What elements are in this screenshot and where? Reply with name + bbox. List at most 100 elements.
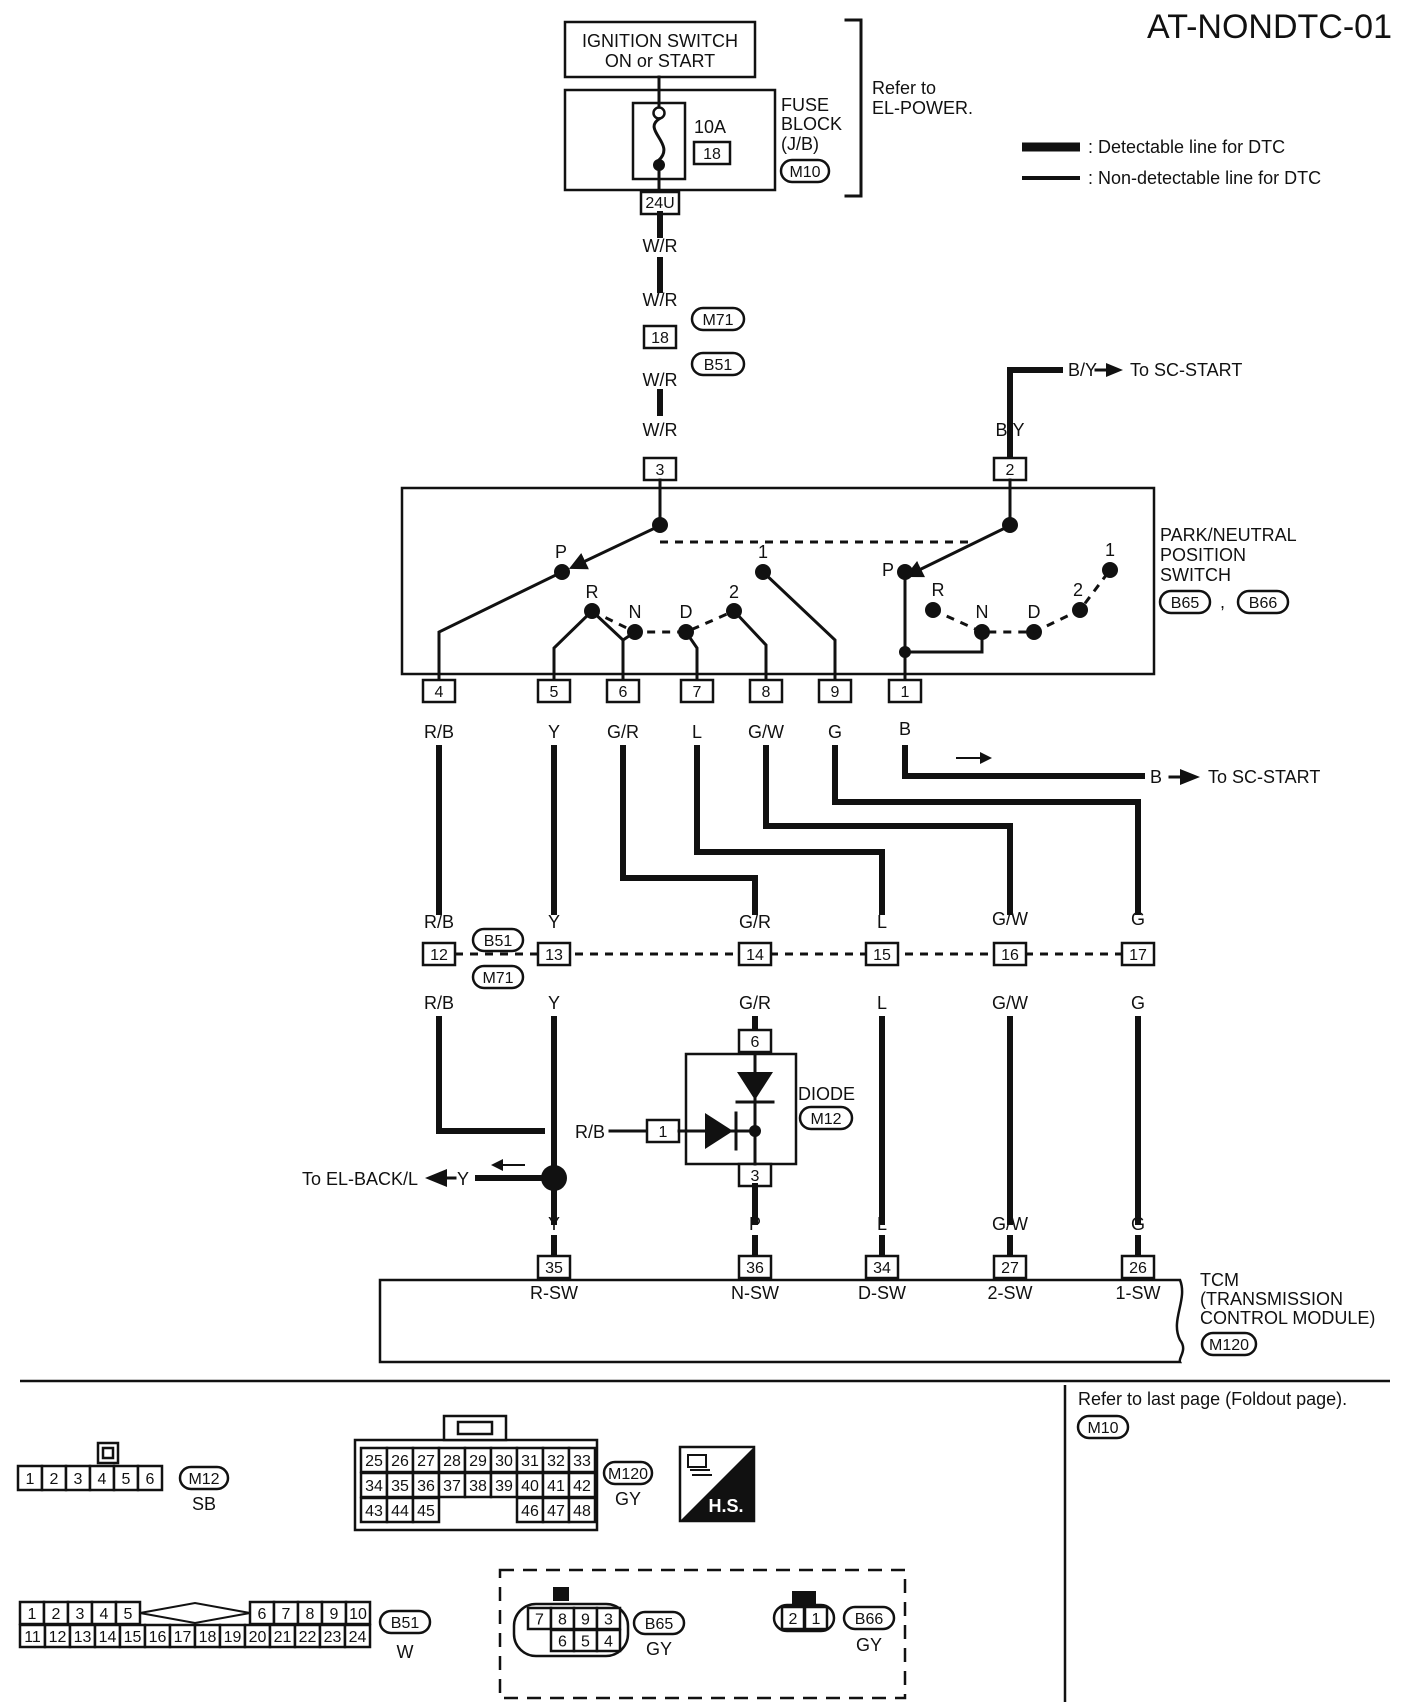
tcm-pin-36: 36 (746, 1260, 764, 1277)
tcm-signal-1-sw: 1-SW (1116, 1283, 1161, 1303)
wire-label-b: B (899, 719, 911, 739)
joint-connector-b51-m71: 12 13 14 15 16 17 B51 M71 (421, 927, 1156, 990)
position-d-label: D (1028, 602, 1041, 622)
refer-foldout-text: Refer to last page (Foldout page). (1078, 1389, 1347, 1409)
b66-color: GY (856, 1635, 882, 1655)
switch-pin-6: 6 (619, 684, 628, 701)
ignition-label-2: ON or START (605, 51, 715, 71)
m120-pin: 25 (365, 1453, 383, 1470)
b51-pin: 11 (24, 1629, 41, 1646)
b51-pin: 13 (74, 1629, 92, 1646)
wire-label-rb: R/B (424, 722, 454, 742)
wire-label-gr: G/R (607, 722, 639, 742)
diode-symbol-icon (705, 1113, 733, 1149)
fuse-block-label-1: FUSE (781, 95, 829, 115)
m120-pin: 47 (547, 1503, 565, 1520)
m12-color: SB (192, 1494, 216, 1514)
b65-pin: 6 (558, 1634, 567, 1651)
m120-pin: 34 (365, 1478, 383, 1495)
connector-b65: B65 (1171, 595, 1200, 612)
m120-pin: 46 (521, 1503, 539, 1520)
position-r-label: R (586, 582, 599, 602)
wire-label-wr: W/R (643, 290, 678, 310)
m120-pin: 44 (391, 1503, 409, 1520)
wire-label-gr: G/R (739, 993, 771, 1013)
tcm-pin-35: 35 (545, 1260, 563, 1277)
pin-cell (16, 1464, 44, 1492)
wire-label-p: P (749, 1214, 761, 1234)
b51-pin: 23 (324, 1629, 342, 1646)
b51-pin: 21 (274, 1629, 292, 1646)
b51-pin: 18 (199, 1629, 217, 1646)
to-sc-start-label: To SC-START (1208, 767, 1320, 787)
legend: : Detectable line for DTC : Non-detectab… (1022, 137, 1321, 188)
wire-label-wr: W/R (643, 236, 678, 256)
switch-name-1: PARK/NEUTRAL (1160, 525, 1297, 545)
b51-pin: 1 (28, 1606, 37, 1623)
m120-pin: 29 (469, 1453, 487, 1470)
tcm-pin-27: 27 (1001, 1260, 1019, 1277)
m120-pin: 39 (495, 1478, 513, 1495)
b51-pin: 2 (52, 1606, 61, 1623)
diode-pin-6: 6 (751, 1034, 760, 1051)
m120-pin: 30 (495, 1453, 513, 1470)
wire-label-l: L (877, 993, 887, 1013)
m120-color: GY (615, 1489, 641, 1509)
wire-label-gw: G/W (992, 1214, 1028, 1234)
fuse-amperage: 10A (694, 117, 726, 137)
m12-pin: 3 (74, 1471, 83, 1488)
pin-cell (64, 1464, 92, 1492)
to-el-back-label: To EL-BACK/L (302, 1169, 418, 1189)
wire-label-y: Y (548, 1214, 560, 1234)
connector-b51: B51 (704, 357, 733, 374)
diode-symbol-icon (737, 1072, 773, 1100)
fuse-block-label-2: BLOCK (781, 114, 842, 134)
wire-label-g: G (1131, 909, 1145, 929)
legend-non-detectable: : Non-detectable line for DTC (1088, 168, 1321, 188)
b51-pin: 4 (100, 1606, 109, 1623)
diode-pin-3: 3 (751, 1168, 760, 1185)
wire-label-l: L (877, 912, 887, 932)
b51-pin: 19 (224, 1629, 242, 1646)
pin-cell (567, 1471, 597, 1499)
b51-pin: 16 (149, 1629, 167, 1646)
connector-b51: B51 (391, 1615, 420, 1632)
pin-cell (803, 1605, 829, 1631)
page-code: AT-NONDTC-01 (1147, 8, 1392, 46)
b51-pin: 6 (258, 1606, 267, 1623)
m120-pin: 35 (391, 1478, 409, 1495)
wire-label-b: B (1150, 767, 1162, 787)
pin-cell (136, 1464, 164, 1492)
refer-label-2: EL-POWER. (872, 98, 973, 118)
wire-label-g: G (1131, 993, 1145, 1013)
wire-label-wr: W/R (643, 420, 678, 440)
switch-pin-5: 5 (550, 684, 559, 701)
m120-pin: 28 (443, 1453, 461, 1470)
position-2-label: 2 (1073, 580, 1083, 600)
fuse-block-label-3: (J/B) (781, 134, 819, 154)
switch-name-2: POSITION (1160, 545, 1246, 565)
switch-pin-3: 3 (656, 462, 665, 479)
m120-pin: 27 (417, 1453, 435, 1470)
fuse-block: 10A 18 FUSE BLOCK (J/B) M10 24U (563, 75, 842, 216)
wire-label-l: L (877, 1214, 887, 1234)
wire-label-g: G (828, 722, 842, 742)
position-2-label: 2 (729, 582, 739, 602)
connector-m71: M71 (482, 970, 513, 987)
tcm-pin-26: 26 (1129, 1260, 1147, 1277)
hs-label: H.S. (708, 1496, 743, 1516)
fuse-number: 18 (703, 146, 721, 163)
ignition-switch: IGNITION SWITCH ON or START (563, 20, 757, 79)
m120-pin: 26 (391, 1453, 409, 1470)
switch-pin-7: 7 (693, 684, 702, 701)
joint-pin-17: 17 (1129, 947, 1147, 964)
tcm-name-2: (TRANSMISSION (1200, 1289, 1343, 1309)
wire-label-y: Y (548, 912, 560, 932)
m120-pin: 41 (547, 1478, 565, 1495)
m12-pin: 2 (50, 1471, 59, 1488)
b51-pin: 24 (349, 1629, 367, 1646)
m120-pin: 43 (365, 1503, 383, 1520)
